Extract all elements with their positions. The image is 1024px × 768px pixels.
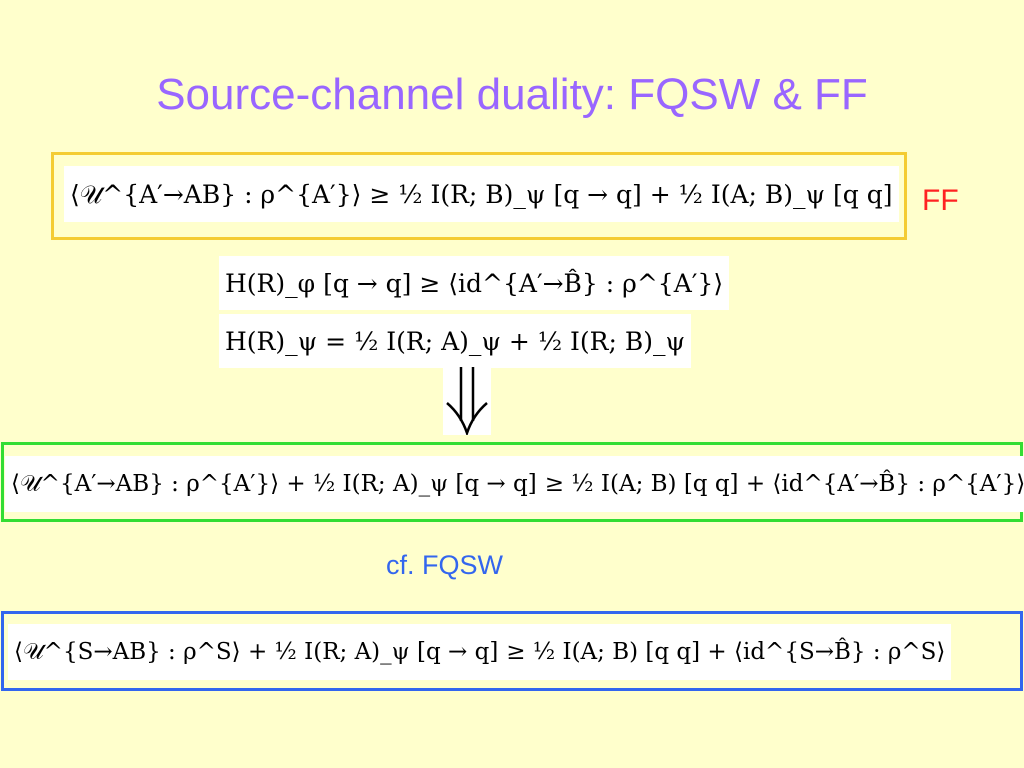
ff-equation: ⟨𝒰^{A′→AB} : ρ^{A′}⟩ ≥ ½ I(R; B)_ψ [q → …: [64, 166, 899, 222]
combined-equation-rhs: ≥ ½ I(A; B) [q q] + ⟨id^{A′→B̂} : ρ^{A′}…: [544, 470, 1024, 497]
cf-fqsw-label: cf. FQSW: [386, 550, 503, 580]
slide-title: Source-channel duality: FQSW & FF: [156, 70, 868, 119]
entropy-psi-equation: H(R)_ψ = ½ I(R; A)_ψ + ½ I(R; B)_ψ: [219, 314, 692, 368]
ff-label: FF: [922, 184, 959, 217]
ff-equation-rhs: ≥ ½ I(R; B)_ψ [q → q] + ½ I(A; B)_ψ [q q…: [369, 179, 893, 209]
combined-equation: ⟨𝒰^{A′→AB} : ρ^{A′}⟩ + ½ I(R; A)_ψ [q → …: [5, 456, 1024, 512]
combined-equation-lhs: ⟨𝒰^{A′→AB} : ρ^{A′}⟩ + ½ I(R; A)_ψ [q → …: [11, 470, 537, 497]
entropy-phi-equation: H(R)_φ [q → q] ≥ ⟨id^{A′→B̂} : ρ^{A′}⟩: [219, 256, 730, 310]
fqsw-equation: ⟨𝒰^{S→AB} : ρ^S⟩ + ½ I(R; A)_ψ [q → q] ≥…: [8, 624, 952, 680]
fqsw-equation-lhs: ⟨𝒰^{S→AB} : ρ^S⟩ + ½ I(R; A)_ψ [q → q]: [14, 638, 499, 665]
fqsw-equation-rhs: ≥ ½ I(A; B) [q q] + ⟨id^{S→B̂} : ρ^S⟩: [506, 638, 946, 665]
fqsw-equation-box: [1, 611, 1023, 691]
ff-equation-box: [51, 152, 907, 240]
double-down-arrow-icon: [443, 363, 491, 437]
ff-equation-lhs: ⟨𝒰^{A′→AB} : ρ^{A′}⟩: [70, 179, 362, 209]
